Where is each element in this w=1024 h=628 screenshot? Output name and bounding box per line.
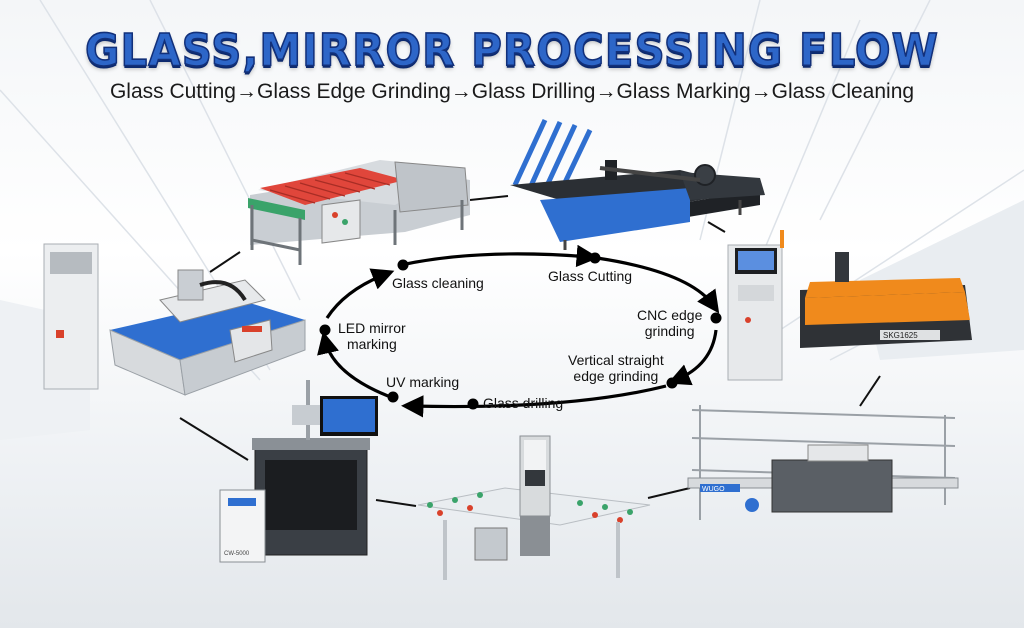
dot-cnc (710, 312, 722, 324)
glass-drilling-machine (417, 435, 651, 580)
chiller-label: CW-5000 (224, 551, 250, 557)
cnc-edge-grinding-machine: SKG1625 (727, 230, 972, 381)
step-label-led-line2: marking (346, 336, 397, 352)
dot-led (319, 324, 331, 336)
page-title: GLASS,MIRROR PROCESSING FLOW (84, 24, 939, 77)
step-label-cutting: Glass Cutting (548, 268, 633, 284)
dot-vertical (666, 377, 678, 389)
vertical-edge-grinding-machine: WUGO (687, 405, 959, 520)
glass-washing-machine (248, 160, 470, 265)
step-label-cnc-line1: CNC edge (637, 307, 703, 323)
step-label-led-line1: LED mirror (338, 320, 406, 336)
dot-cutting (589, 252, 601, 264)
uv-laser-marking-machine: CW-5000 (219, 380, 378, 563)
step-label-cnc-line2: grinding (644, 323, 695, 339)
page-subtitle: Glass Cutting→Glass Edge Grinding→Glass … (109, 80, 915, 103)
step-label-drilling: Glass drilling (483, 395, 564, 411)
glass-cutting-machine (510, 118, 765, 250)
step-label-vertical-line2: edge grinding (573, 368, 659, 384)
cnc-brand-label: SKG1625 (883, 331, 918, 340)
step-label-vertical: Vertical straight edge grinding (568, 352, 664, 384)
dot-drilling (467, 398, 479, 410)
step-label-cleaning: Glass cleaning (392, 275, 484, 291)
dot-uv (387, 391, 399, 403)
step-label-vertical-line1: Vertical straight (568, 352, 664, 368)
led-mirror-marking-machine (43, 243, 306, 396)
machine-connector-lines (179, 195, 881, 507)
step-label-led: LED mirror marking (338, 320, 406, 352)
vertical-brand-label: WUGO (702, 486, 725, 493)
flow-step-dots (319, 252, 722, 410)
step-label-uv: UV marking (386, 374, 460, 390)
dot-cleaning (397, 259, 409, 271)
step-label-cnc: CNC edge grinding (637, 307, 702, 339)
flow-cycle-arrows (317, 244, 720, 418)
